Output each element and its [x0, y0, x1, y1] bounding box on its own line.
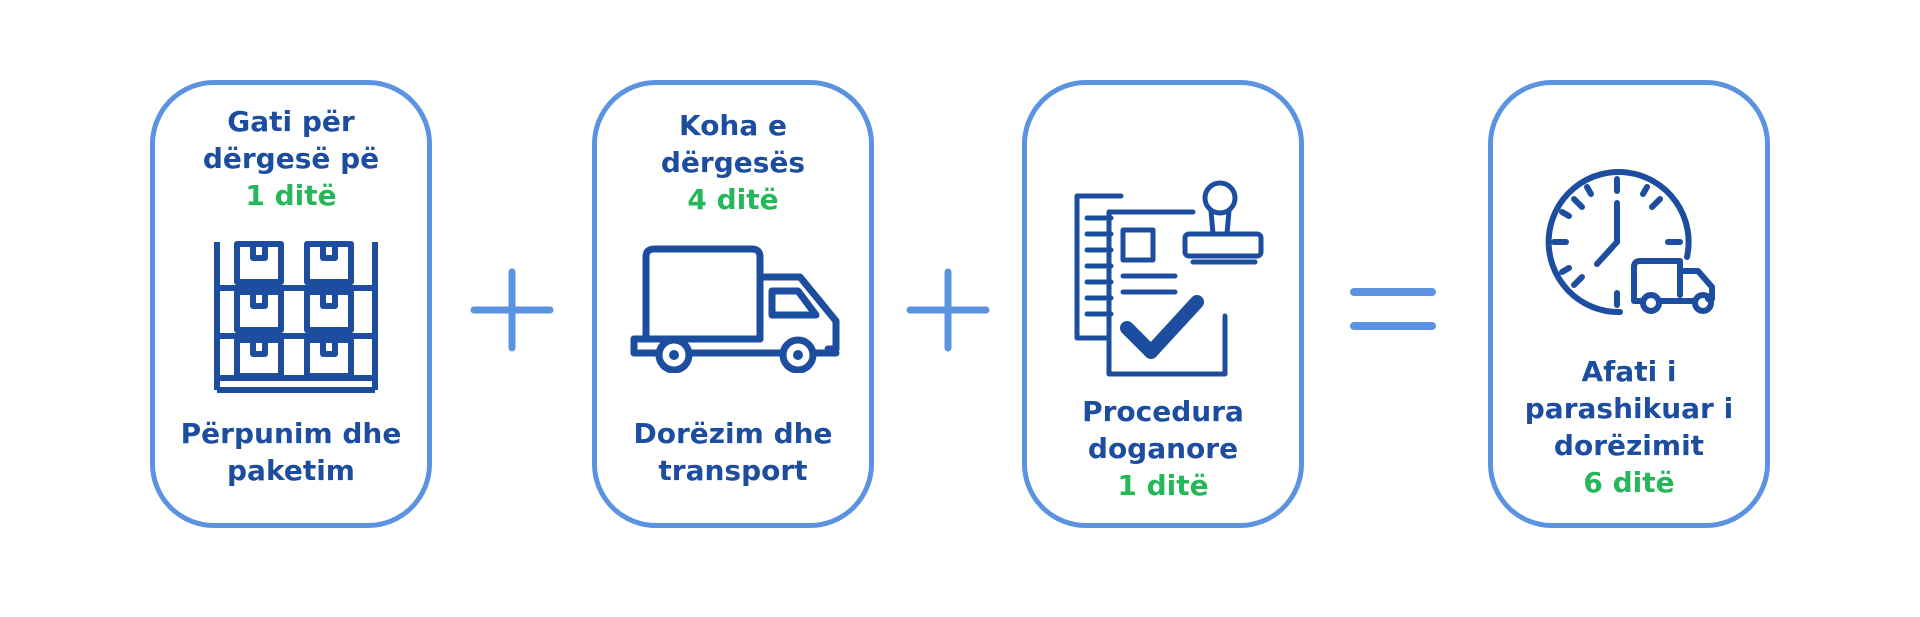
step-label-line: doganore	[1087, 432, 1239, 465]
step-label-line: Afati i	[1581, 355, 1677, 388]
step-label-line: transport	[658, 454, 808, 487]
step-title-line: Gati për	[227, 105, 355, 138]
equals-icon	[1350, 288, 1436, 330]
step-label: Afati i parashikuar i dorëzimit 6 ditë	[1493, 353, 1765, 501]
plus-icon	[470, 268, 554, 352]
step-card-processing: Gati për dërgesë pë 1 ditë	[150, 80, 432, 528]
step-label-line: parashikuar i	[1524, 392, 1734, 425]
step-days: 4 ditë	[687, 183, 779, 216]
step-card-shipping: Koha e dërgesës 4 ditë Dorëzim dhe trans…	[592, 80, 874, 528]
step-label-line: Dorëzim dhe	[633, 417, 833, 450]
delivery-truck-icon	[630, 245, 840, 373]
step-label-line: Procedura	[1082, 395, 1244, 428]
customs-document-stamp-icon	[1074, 180, 1264, 377]
step-days: 6 ditë	[1583, 466, 1675, 499]
step-days: 1 ditë	[245, 179, 337, 212]
step-label-line: dorëzimit	[1553, 429, 1705, 462]
step-label-line: Përpunim dhe	[180, 417, 402, 450]
step-label-line: paketim	[227, 454, 355, 487]
step-title-line: dërgesës	[660, 146, 806, 179]
clock-truck-icon	[1545, 169, 1715, 316]
step-label: Procedura doganore 1 ditë	[1027, 393, 1299, 504]
step-card-delivery-estimate: Afati i parashikuar i dorëzimit 6 ditë	[1488, 80, 1770, 528]
step-title-line: Koha e	[678, 109, 787, 142]
warehouse-shelves-icon	[214, 241, 378, 393]
plus-icon	[906, 268, 990, 352]
step-label: Dorëzim dhe transport	[597, 415, 869, 489]
step-title: Gati për dërgesë pë 1 ditë	[155, 103, 427, 214]
step-card-customs: Procedura doganore 1 ditë	[1022, 80, 1304, 528]
step-days: 1 ditë	[1117, 469, 1209, 502]
step-title-line: dërgesë pë	[202, 142, 380, 175]
step-label: Përpunim dhe paketim	[155, 415, 427, 489]
step-title: Koha e dërgesës 4 ditë	[597, 107, 869, 218]
